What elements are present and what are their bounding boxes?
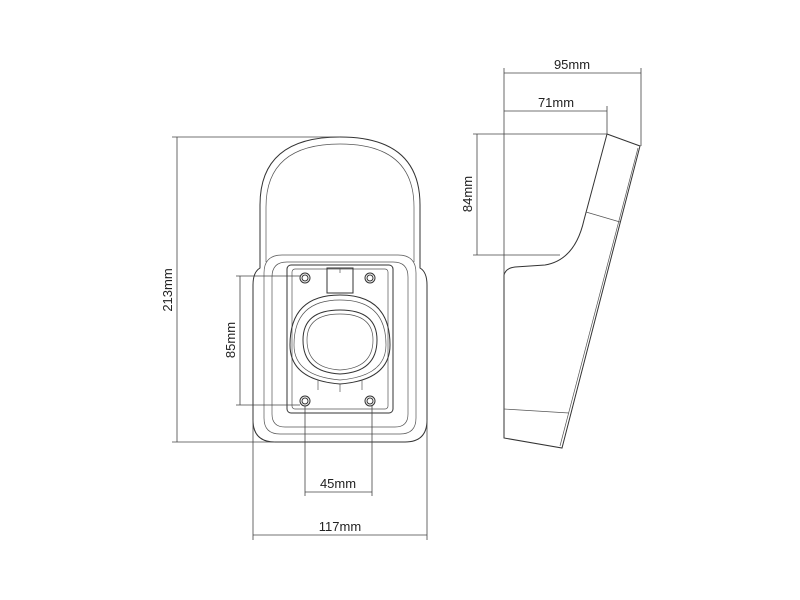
dim-71: 71mm bbox=[504, 95, 608, 134]
top-height-label: 84mm bbox=[460, 176, 475, 212]
housing-outline bbox=[252, 136, 428, 443]
front-view: 213mm 85mm 45mm 117mm bbox=[160, 136, 428, 540]
width-label: 117mm bbox=[319, 519, 361, 534]
socket-surround bbox=[263, 254, 417, 435]
arch-inner-outline bbox=[265, 143, 415, 262]
dim-84: 84mm bbox=[460, 133, 607, 256]
dim-117: 117mm bbox=[252, 420, 428, 540]
dim-213: 213mm bbox=[160, 136, 340, 443]
socket-ring bbox=[289, 294, 391, 385]
socket-opening bbox=[302, 309, 378, 375]
side-view: 95mm 71mm 84mm bbox=[460, 57, 642, 449]
dim-95: 95mm bbox=[503, 57, 642, 275]
socket-width-label: 45mm bbox=[320, 476, 356, 491]
height-label: 213mm bbox=[160, 268, 175, 311]
top-depth-label: 71mm bbox=[538, 95, 574, 110]
socket-height-label: 85mm bbox=[223, 322, 238, 358]
socket-plate bbox=[286, 264, 394, 414]
depth-label: 95mm bbox=[554, 57, 590, 72]
dim-45: 45mm bbox=[304, 406, 373, 496]
dim-85: 85mm bbox=[223, 275, 300, 406]
